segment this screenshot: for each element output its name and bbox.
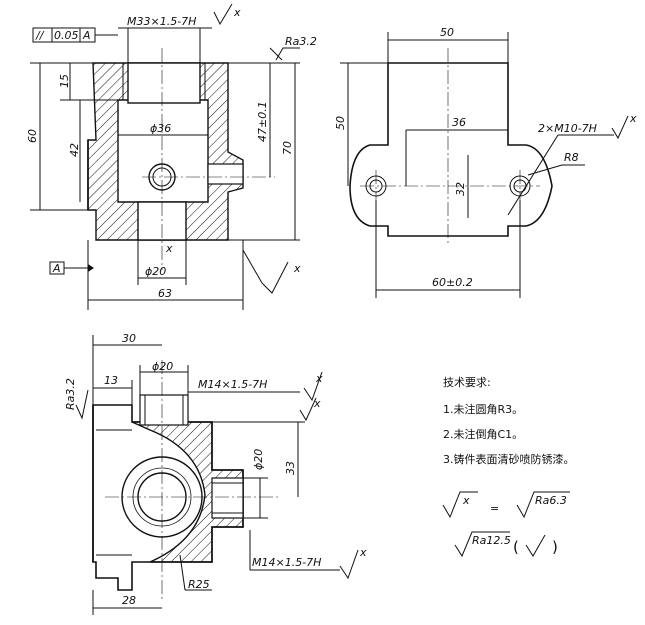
top-port xyxy=(139,394,189,426)
tol-value: 0.05 xyxy=(54,29,79,42)
hole-x: x xyxy=(165,242,173,255)
dim-42: 42 xyxy=(68,143,81,157)
side-body-outline xyxy=(349,62,553,237)
top-ra-left: Ra3.2 xyxy=(64,378,77,410)
top-radius-r25: R25 xyxy=(188,578,210,591)
top-dim-33: 33 xyxy=(284,461,297,475)
side-dim-50-top: 50 xyxy=(440,26,454,39)
top-dim-30: 30 xyxy=(122,332,136,345)
right-port xyxy=(211,477,244,519)
roughness-x-top: x xyxy=(233,6,241,19)
legend-paren-close: ) xyxy=(552,538,558,556)
side-dim-50-left: 50 xyxy=(334,116,347,130)
side-dim-32: 32 xyxy=(454,182,467,196)
top-thread-callout-bottom: M14×1.5-7H xyxy=(252,556,321,569)
legend-ra63: Ra6.3 xyxy=(535,494,567,507)
roughness-symbol-ra63 xyxy=(516,491,570,519)
top-dim-13: 13 xyxy=(104,374,118,387)
roughness-x-bottom: x xyxy=(293,262,301,275)
technical-notes: 技术要求: 1.未注圆角R3。 2.未注倒角C1。 3.铸件表面清砂喷防锈漆。 … xyxy=(442,376,575,558)
dim-phi36: ϕ36 xyxy=(150,122,171,135)
side-thread-callout: 2×M10-7H xyxy=(538,122,597,135)
top-view: 30 13 ϕ20 M14×1.5-7H x Ra3.2 x ϕ20 33 M1… xyxy=(64,332,367,615)
datum-a-label: A xyxy=(52,262,61,275)
side-radius-r8: R8 xyxy=(564,151,579,164)
side-roughness-x: x xyxy=(629,112,637,125)
top-dim-28: 28 xyxy=(122,594,136,607)
top-section-hatch xyxy=(131,421,244,563)
top-roughness-x3: x xyxy=(359,546,367,559)
tol-datum: A xyxy=(82,29,91,42)
dim-70: 70 xyxy=(281,141,294,155)
notes-title: 技术要求: xyxy=(443,376,491,389)
top-thread-callout: M14×1.5-7H xyxy=(198,378,267,391)
top-dim-phi20-right: ϕ20 xyxy=(252,449,265,470)
note-item-2: 2.未注倒角C1。 xyxy=(443,427,523,441)
legend-paren-open: ( xyxy=(513,538,519,556)
dim-phi20: ϕ20 xyxy=(145,265,166,278)
roughness-symbol-ra125 xyxy=(454,531,510,558)
dim-47: 47±0.1 xyxy=(256,101,269,142)
legend-ra125: Ra12.5 xyxy=(472,534,511,547)
front-view: // 0.05 A M33×1.5-7H x Ra3.2 15 60 42 ϕ3… xyxy=(26,3,317,310)
dim-63: 63 xyxy=(158,287,172,300)
top-roughness-x2: x xyxy=(313,397,321,410)
side-dim-36: 36 xyxy=(452,116,466,129)
legend-x: x xyxy=(462,494,470,507)
dim-60: 60 xyxy=(26,129,39,143)
tol-parallel-symbol: // xyxy=(35,29,45,42)
roughness-symbol-x xyxy=(442,491,478,519)
ra-top: Ra3.2 xyxy=(285,35,317,48)
top-roughness-x1: x xyxy=(315,372,323,385)
top-dim-phi20: ϕ20 xyxy=(152,360,173,373)
note-item-1: 1.未注圆角R3。 xyxy=(443,402,523,416)
dim-15: 15 xyxy=(58,74,71,88)
front-top-bore xyxy=(127,62,201,104)
side-view: 50 50 36 2×M10-7H x R8 32 60±0.2 xyxy=(334,26,637,298)
roughness-symbol-basic xyxy=(525,534,546,557)
side-dim-60: 60±0.2 xyxy=(432,276,473,289)
front-side-port xyxy=(207,163,244,185)
thread-callout-top: M33×1.5-7H xyxy=(127,15,196,28)
note-item-3: 3.铸件表面清砂喷防锈漆。 xyxy=(443,452,575,466)
legend-equals: = xyxy=(490,502,499,515)
